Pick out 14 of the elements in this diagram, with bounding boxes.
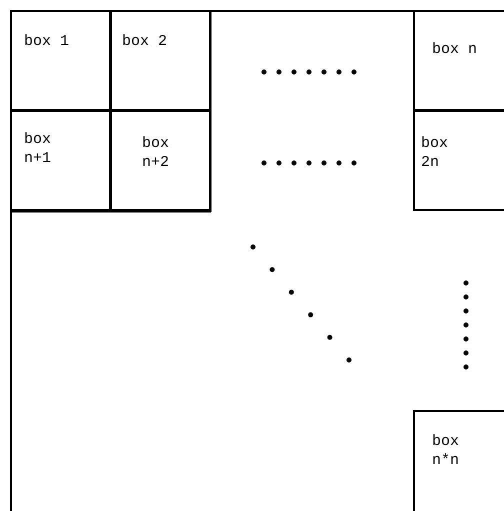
box-label: box 2n: [421, 134, 450, 172]
box-label: box n: [432, 40, 478, 59]
grid-box: [110, 110, 211, 211]
box-label: box n*n: [432, 432, 460, 470]
grid-box: [413, 410, 504, 511]
grid-box: [413, 110, 504, 211]
grid-box: [10, 10, 111, 111]
box-label: box 1: [24, 32, 70, 51]
box-label: box 2: [122, 32, 168, 51]
box-label: box n+1: [24, 130, 52, 168]
grid-box: [10, 110, 111, 211]
grid-box: [413, 10, 504, 111]
grid-box: [110, 10, 211, 111]
box-label: box n+2: [142, 134, 170, 172]
